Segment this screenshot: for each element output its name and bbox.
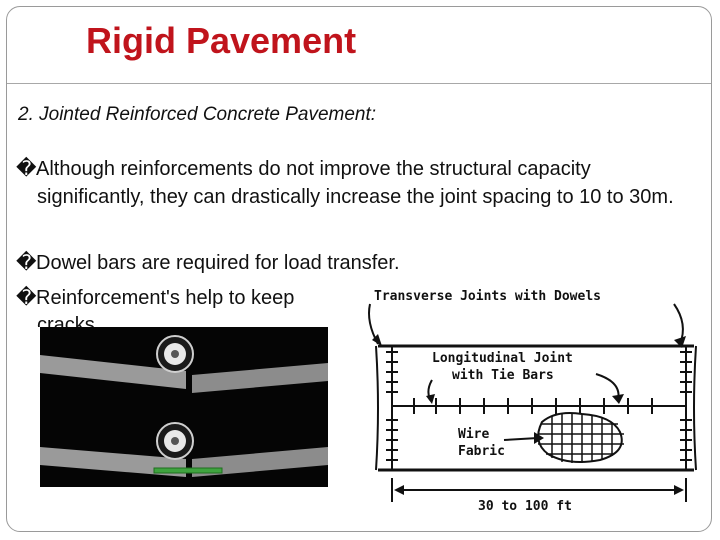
longitudinal-label-1: Longitudinal Joint: [432, 351, 573, 366]
slab-right-doweled: [192, 447, 328, 477]
slide-subtitle: 2. Jointed Reinforced Concrete Pavement:: [18, 104, 377, 125]
bullet-3-text: Reinforcement's help to keep: [36, 287, 295, 309]
wheel-load-illustration: [40, 327, 328, 487]
dimension-label: 30 to 100 ft: [478, 499, 572, 514]
bullet-1-continuation: significantly, they can drastically incr…: [37, 186, 674, 208]
bullet-2: �Dowel bars are required for load transf…: [16, 248, 400, 277]
bullet-marker-icon: �: [16, 156, 37, 180]
fabric-label-1: Wire: [458, 427, 489, 442]
fabric-label-2: Fabric: [458, 444, 505, 459]
bullet-2-text: Dowel bars are required for load transfe…: [36, 252, 400, 274]
title-band: [7, 7, 711, 84]
dowel-bar: [153, 467, 223, 474]
bullet-1: �Although reinforcements do not improve …: [16, 154, 706, 211]
wheel-bottom-icon: [156, 422, 194, 460]
bullet-marker-icon: �: [16, 250, 37, 274]
slab-left-faulted: [40, 355, 186, 389]
longitudinal-joint: [392, 398, 686, 414]
diagram-top-label: Transverse Joints with Dowels: [374, 289, 601, 304]
bullet-3-continuation: cracks: [37, 314, 95, 327]
slide-frame: [6, 6, 712, 532]
bullet-3: �Reinforcement's help to keep: [16, 283, 294, 312]
transverse-joint-left: [386, 346, 398, 470]
slab-right-faulted: [192, 363, 328, 393]
bullet-1-text: Although reinforcements do not improve t…: [36, 158, 591, 180]
transverse-joint-right: [680, 346, 692, 470]
wire-fabric-patch: [537, 412, 624, 463]
pavement-plan-diagram: Transverse Joints with Dowels Longitudin…: [356, 282, 710, 522]
bullet-marker-icon: �: [16, 285, 37, 309]
longitudinal-label-2: with Tie Bars: [452, 368, 554, 383]
wheel-top-icon: [156, 335, 194, 373]
slide-title: Rigid Pavement: [86, 20, 357, 61]
dimension-line: [391, 478, 687, 502]
slab-left-doweled: [40, 447, 186, 477]
